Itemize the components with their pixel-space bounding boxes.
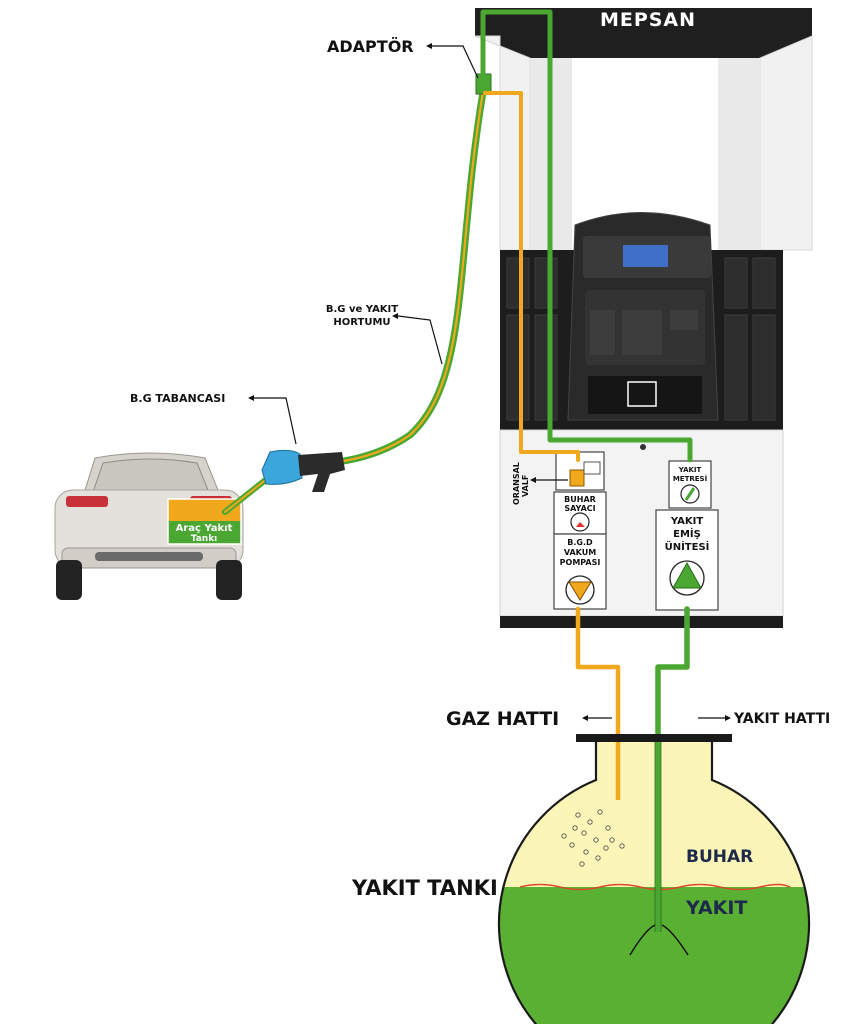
- gas-line-label: GAZ HATTI: [446, 708, 559, 730]
- coaxial-hose-inner: [280, 90, 485, 472]
- nozzle-boot: [261, 449, 303, 485]
- car-wheel-right: [216, 560, 242, 600]
- coaxial-hose-outer: [278, 88, 487, 474]
- dispenser-panel-c: [670, 310, 698, 330]
- fuel-line-label: YAKIT HATTI: [733, 711, 830, 727]
- car-exhaust: [95, 552, 203, 561]
- tank-manhole-cover: [576, 734, 732, 742]
- dispenser-panel-b: [622, 310, 662, 355]
- fuel-meter-label-line1: YAKIT: [678, 466, 702, 474]
- callout-arrowheads: [248, 43, 731, 721]
- car-tail-light-left: [66, 496, 108, 507]
- brand-logo: MEPSAN: [600, 9, 696, 31]
- fuel-line-dispenser: [480, 9, 693, 463]
- vacuum-pump-label-line3: POMPASI: [560, 558, 601, 567]
- adaptor-arrow: [432, 45, 479, 79]
- fuel-tank-label: YAKIT TANKI: [351, 876, 498, 900]
- vapor-bubbles: [561, 809, 625, 867]
- vapor-meter-label-line2: SAYACI: [564, 504, 595, 513]
- suction-unit-label-line2: EMİŞ: [673, 526, 701, 540]
- dispenser-cabinet: [499, 429, 784, 617]
- suction-arrow-left: [629, 924, 656, 956]
- valve-body-icon: [583, 461, 601, 475]
- suction-arrow-right: [661, 924, 689, 956]
- vacuum-pump-label-line1: B.G.D: [567, 538, 593, 547]
- dispenser-right-column: [759, 35, 813, 251]
- dispenser-base: [500, 616, 783, 628]
- vapor-zone-label: BUHAR: [686, 847, 753, 867]
- hose-arrow: [397, 315, 443, 365]
- car-wheel-left: [56, 560, 82, 600]
- adaptor-label: ADAPTÖR: [327, 37, 414, 56]
- dispenser-rivet: [640, 444, 646, 450]
- suction-unit-label-line3: ÜNİTESİ: [665, 539, 710, 553]
- dispenser-inner-right-post: [718, 58, 760, 250]
- tank-outline: [497, 738, 811, 1028]
- dispenser-screen: [623, 245, 668, 267]
- valve-label-line1: ORANSAL: [512, 462, 521, 505]
- tank-fuel-zone: [499, 887, 809, 1028]
- fuel-meter-needle-icon: [684, 487, 696, 501]
- valve-icon: [569, 469, 585, 487]
- vacuum-pump-label-line2: VAKUM: [564, 548, 596, 557]
- dispenser-panel-a: [590, 310, 615, 355]
- nozzle-label: B.G TABANCASI: [130, 392, 225, 405]
- car-tank-label-line1: Araç Yakıt: [176, 523, 233, 534]
- vapor-line-dispenser: [483, 91, 580, 462]
- suction-unit-triangle-icon: [672, 561, 702, 589]
- nozzle: [261, 449, 345, 492]
- underground-tank: [497, 734, 811, 1028]
- nozzle-handle: [298, 452, 345, 492]
- nozzle-arrow: [254, 397, 297, 445]
- dispenser-card-slot: [627, 381, 657, 407]
- car-tank-frame: [167, 498, 242, 545]
- callout-arrows: [254, 45, 725, 719]
- vapor-meter-flame-icon: [576, 517, 585, 527]
- dispenser-header: [475, 8, 812, 58]
- car-tank-fuel: [168, 521, 241, 544]
- valve-label-line2: VALF: [521, 475, 530, 497]
- fuel-meter-label-line2: METRESİ: [673, 474, 707, 483]
- dispenser-vent-right: [724, 257, 776, 421]
- vapor-meter-label-line1: BUHAR: [564, 495, 596, 504]
- hose-label-line2: HORTUMU: [333, 317, 390, 328]
- car-tank-vapor: [168, 499, 241, 521]
- car-rear-window: [91, 458, 211, 496]
- fuel-zone-label: YAKIT: [685, 897, 747, 919]
- car-tank-label-line2: Tankı: [191, 534, 218, 544]
- fuel-line-in-tank-edge: [654, 742, 662, 932]
- vacuum-pump-triangle-icon: [568, 581, 592, 601]
- car: [54, 452, 244, 600]
- fuel-dispenser: MEPSAN: [474, 8, 813, 628]
- hose-label-line1: B.G ve YAKIT: [326, 304, 398, 315]
- suction-unit-label-line1: YAKIT: [670, 516, 703, 527]
- nozzle-spout-inner: [224, 477, 269, 513]
